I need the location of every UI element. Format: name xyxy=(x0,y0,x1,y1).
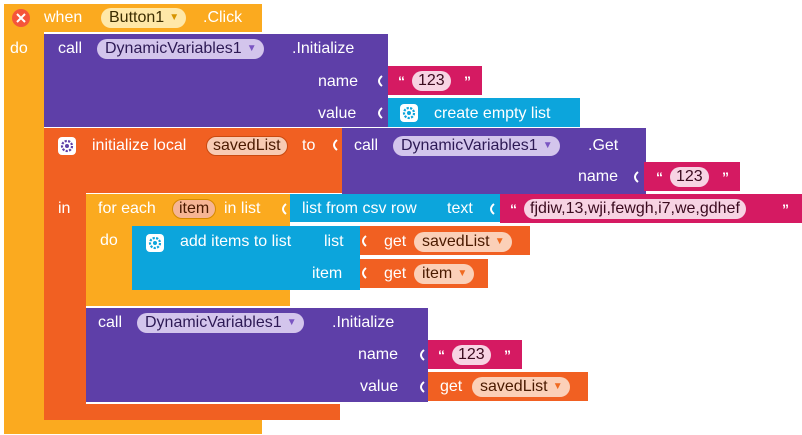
close-icon[interactable] xyxy=(12,9,30,27)
text-value-field[interactable]: 123 xyxy=(412,71,451,91)
add-items-shape xyxy=(132,226,360,290)
text-value-field[interactable]: 123 xyxy=(670,167,709,187)
close-quote: ” xyxy=(722,169,729,185)
variable-name: item xyxy=(422,265,453,282)
component-dropdown-dynvars[interactable]: DynamicVariables1 ▼ xyxy=(137,313,304,333)
variable-dropdown-savedlist[interactable]: savedList ▼ xyxy=(472,377,570,397)
dropdown-arrow-icon: ▼ xyxy=(169,12,180,23)
create-empty-list-shape xyxy=(388,98,580,127)
item-param-label: item xyxy=(312,265,343,282)
in-label: in xyxy=(58,200,71,217)
add-items-label: add items to list xyxy=(180,233,292,250)
method-label: .Initialize xyxy=(292,40,355,57)
text-value: 123 xyxy=(418,72,445,89)
to-label: to xyxy=(302,137,316,154)
get-label: get xyxy=(384,265,407,282)
open-quote: “ xyxy=(656,169,663,185)
dropdown-arrow-icon: ▼ xyxy=(494,236,505,247)
event-do-label: do xyxy=(10,40,28,57)
foreach-shape xyxy=(86,194,290,306)
csv-text-label: text xyxy=(447,200,473,217)
event-block-shape xyxy=(4,4,262,434)
create-empty-list-label: create empty list xyxy=(434,105,551,122)
close-quote: ” xyxy=(782,201,789,217)
text-value: 123 xyxy=(676,168,703,185)
csv-row-label: list from csv row xyxy=(302,200,417,217)
get-label: get xyxy=(440,378,463,395)
dropdown-arrow-icon: ▼ xyxy=(246,43,257,54)
method-label: .Initialize xyxy=(332,314,395,331)
name-param-label: name xyxy=(358,346,399,363)
call-label: call xyxy=(354,137,379,154)
component-dropdown-dynvars[interactable]: DynamicVariables1 ▼ xyxy=(97,39,264,59)
gear-icon[interactable] xyxy=(58,137,76,155)
open-quote: “ xyxy=(438,347,445,363)
text-value: 123 xyxy=(458,346,485,363)
dropdown-arrow-icon: ▼ xyxy=(542,140,553,151)
component-name: DynamicVariables1 xyxy=(145,314,282,331)
csv-text-value: fjdiw,13,wji,fewgh,i7,we,gdhef xyxy=(530,200,740,217)
gear-icon[interactable] xyxy=(146,234,164,252)
get-label: get xyxy=(384,233,407,250)
local-init-shape xyxy=(44,128,345,420)
for-each-label: for each xyxy=(98,200,156,217)
in-list-label: in list xyxy=(224,200,261,217)
csv-text-field[interactable]: fjdiw,13,wji,fewgh,i7,we,gdhef xyxy=(524,199,746,219)
open-quote: “ xyxy=(510,201,517,217)
loop-variable-name: item xyxy=(179,200,210,217)
dropdown-arrow-icon: ▼ xyxy=(552,381,563,392)
variable-name: savedList xyxy=(480,378,548,395)
call-label: call xyxy=(98,314,123,331)
event-when-label: when xyxy=(44,9,83,26)
close-quote: ” xyxy=(464,73,471,89)
local-variable-name: savedList xyxy=(213,137,281,154)
name-param-label: name xyxy=(318,73,359,90)
name-param-label: name xyxy=(578,168,619,185)
initialize-local-label: initialize local xyxy=(92,137,187,154)
local-variable-name-field[interactable]: savedList xyxy=(206,136,288,156)
event-name-label: .Click xyxy=(203,9,243,26)
component-name: DynamicVariables1 xyxy=(401,137,538,154)
dropdown-arrow-icon: ▼ xyxy=(286,317,297,328)
value-param-label: value xyxy=(318,105,357,122)
loop-variable-name-field[interactable]: item xyxy=(172,199,217,219)
method-label: .Get xyxy=(588,137,619,154)
close-quote: ” xyxy=(504,347,511,363)
value-param-label: value xyxy=(360,378,399,395)
component-name: DynamicVariables1 xyxy=(105,40,242,57)
foreach-do-label: do xyxy=(100,232,118,249)
variable-dropdown-item[interactable]: item ▼ xyxy=(414,264,475,284)
dropdown-arrow-icon: ▼ xyxy=(457,268,468,279)
list-param-label: list xyxy=(324,233,344,250)
call-label: call xyxy=(58,40,83,57)
component-dropdown-dynvars[interactable]: DynamicVariables1 ▼ xyxy=(393,136,560,156)
variable-name: savedList xyxy=(422,233,490,250)
gear-icon[interactable] xyxy=(400,104,418,122)
variable-dropdown-savedlist[interactable]: savedList ▼ xyxy=(414,232,512,252)
component-name: Button1 xyxy=(109,9,165,26)
csv-block-shape xyxy=(290,194,500,222)
open-quote: “ xyxy=(398,73,405,89)
text-value-field[interactable]: 123 xyxy=(452,345,491,365)
component-dropdown-button1[interactable]: Button1 ▼ xyxy=(101,8,187,28)
